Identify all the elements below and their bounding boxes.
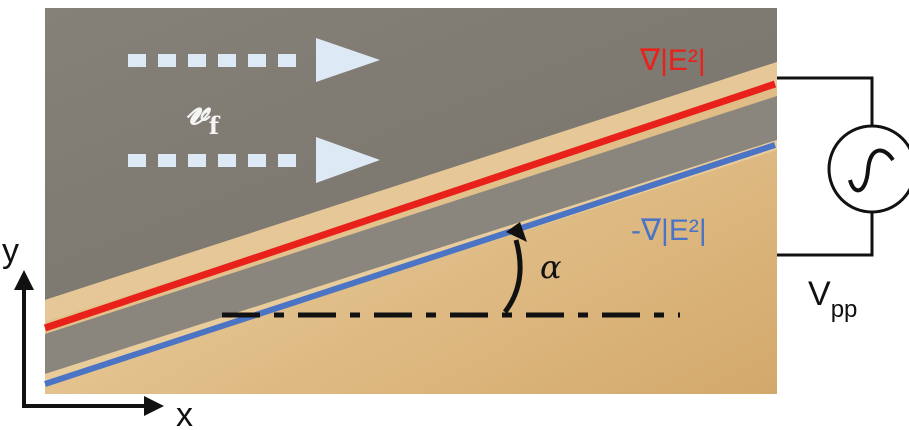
voltage-subscript: pp <box>831 296 858 323</box>
velocity-label: 𝓋f <box>186 81 221 140</box>
velocity-symbol: 𝓋 <box>186 81 212 135</box>
ac-voltage-source-icon <box>777 76 909 257</box>
grad-positive-line <box>43 80 777 332</box>
y-axis-label: y <box>2 232 19 270</box>
upper-electrode-bright-edge <box>45 62 777 322</box>
voltage-label: Vpp <box>808 275 857 323</box>
x-axis-arrowhead-icon <box>144 396 164 416</box>
x-axis-label: x <box>176 396 193 430</box>
angle-arrowhead-icon <box>506 222 527 242</box>
flow-arrow-top <box>128 38 380 82</box>
sine-wave <box>848 148 895 193</box>
circuit-wire-top <box>777 76 874 126</box>
velocity-subscript: f <box>209 111 221 140</box>
grad-negative-label: -∇|E²| <box>631 214 707 247</box>
channel-gray-region <box>45 8 777 300</box>
angle-arc <box>502 239 523 314</box>
gap-gray-strip <box>45 96 777 374</box>
grad-negative-line <box>44 142 776 387</box>
grad-positive-label: ∇|E²| <box>639 44 706 77</box>
angle-label: α <box>540 248 562 286</box>
flow-arrow-bottom <box>128 137 380 183</box>
circuit-wire-bottom <box>777 212 874 257</box>
voltage-main: V <box>808 275 831 313</box>
coordinate-axes: y x <box>2 232 193 430</box>
y-axis-arrowhead-icon <box>14 270 34 290</box>
